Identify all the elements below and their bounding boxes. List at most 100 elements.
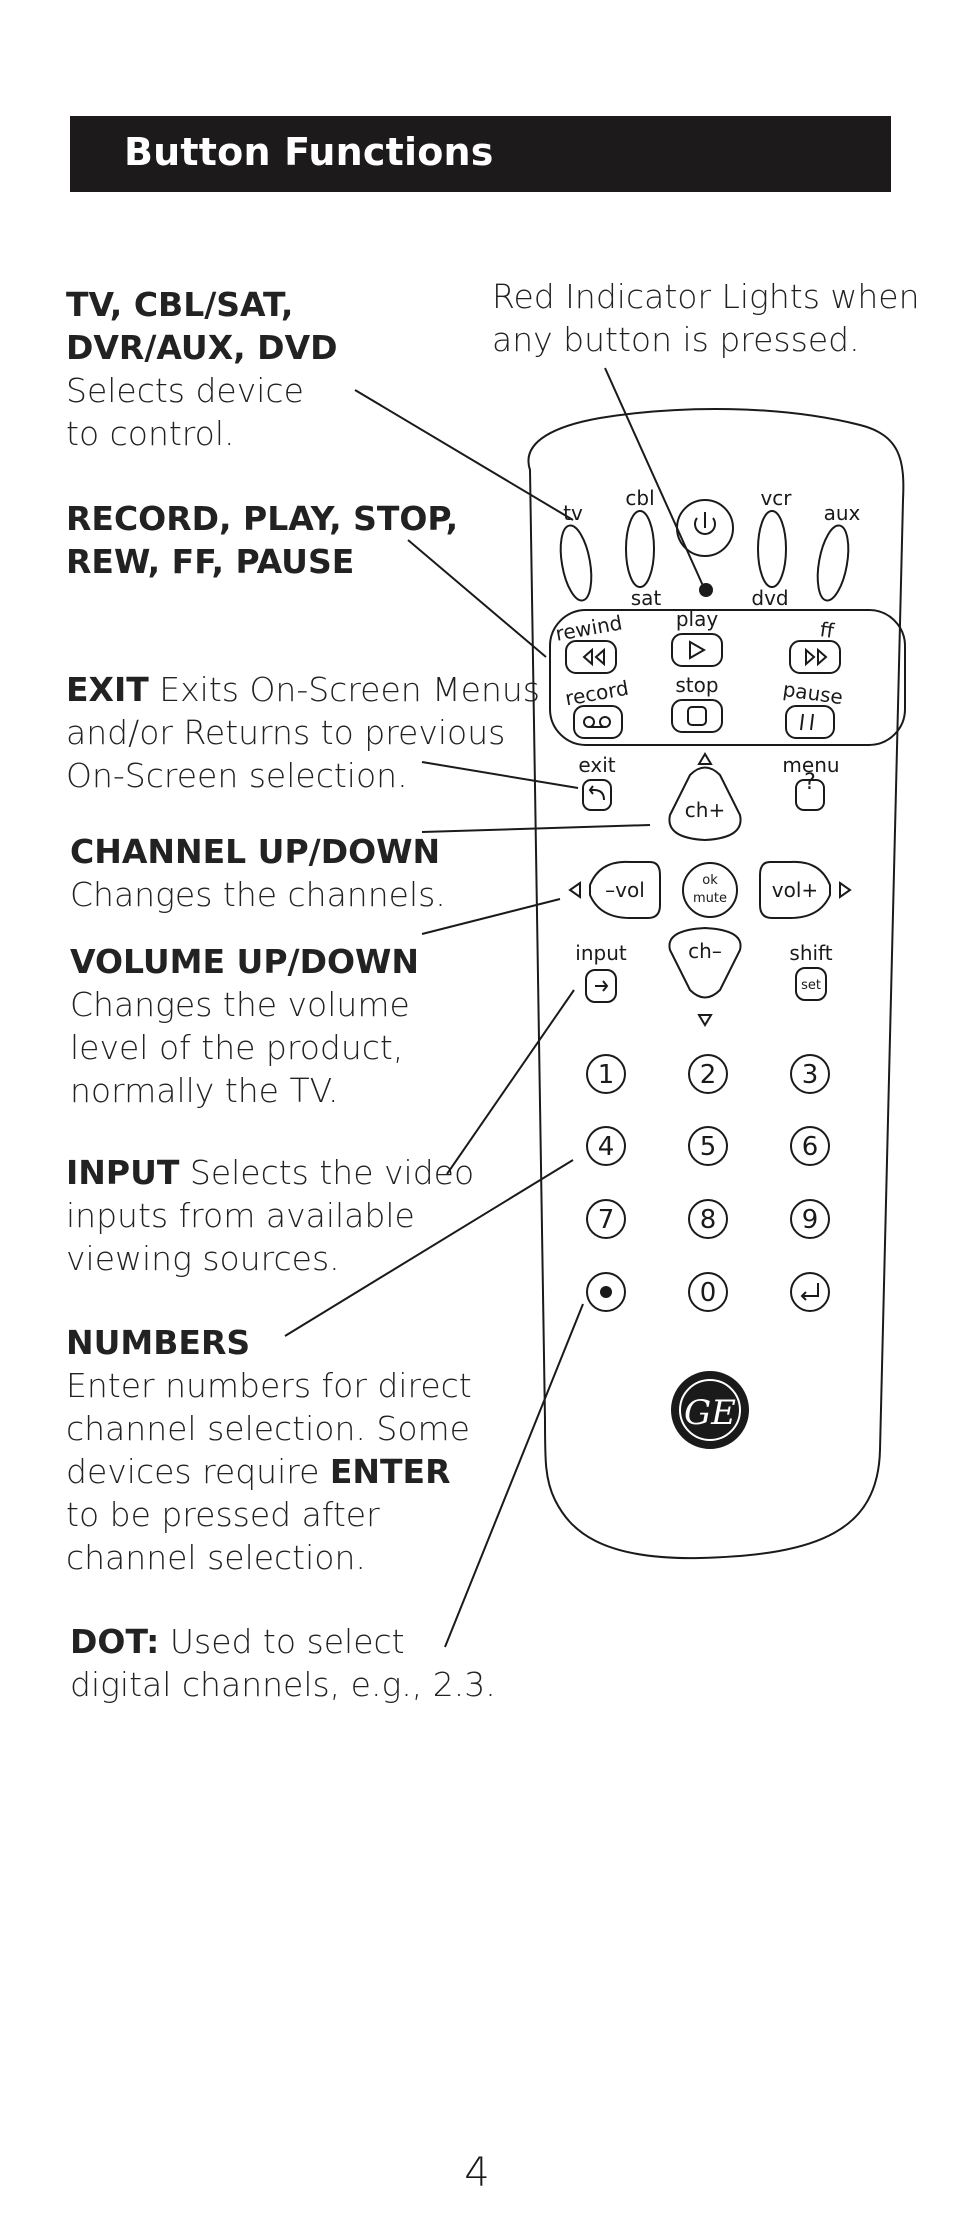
callout-input-text1: Selects the video bbox=[179, 1153, 475, 1192]
digit-9-button[interactable] bbox=[790, 1199, 830, 1239]
callout-numbers-text4: to be pressed after bbox=[66, 1495, 380, 1534]
callout-volume-text2: level of the product, bbox=[70, 1028, 404, 1067]
cbl-sat-button[interactable] bbox=[625, 510, 655, 588]
callout-transport-label1: RECORD, PLAY, STOP, bbox=[66, 499, 459, 538]
leader-dot bbox=[444, 1303, 584, 1648]
indicator-light-icon bbox=[699, 583, 713, 597]
callout-numbers-text5: channel selection. bbox=[66, 1538, 366, 1577]
callout-device-label: TV, CBL/SAT, bbox=[66, 285, 294, 324]
tv-label: tv bbox=[563, 501, 583, 525]
digit-2-label: 2 bbox=[700, 1060, 717, 1090]
callout-indicator: Red Indicator Lights when any button is … bbox=[492, 275, 920, 361]
enter-button[interactable] bbox=[790, 1272, 830, 1312]
pause-button[interactable] bbox=[785, 705, 835, 739]
transport-panel bbox=[549, 609, 906, 746]
callout-exit-label: EXIT bbox=[66, 670, 149, 709]
ch-down-button[interactable] bbox=[668, 926, 742, 999]
callout-input: INPUT Selects the video inputs from avai… bbox=[66, 1151, 474, 1280]
dvd-label: dvd bbox=[751, 586, 788, 610]
digit-6-button[interactable] bbox=[790, 1126, 830, 1166]
exit-label: exit bbox=[578, 753, 615, 777]
callout-input-text2: inputs from available bbox=[66, 1196, 415, 1235]
rewind-button[interactable] bbox=[565, 640, 617, 674]
digit-8-button[interactable] bbox=[688, 1199, 728, 1239]
cbl-label: cbl bbox=[625, 486, 654, 510]
digit-3-button[interactable] bbox=[790, 1054, 830, 1094]
digit-0-button[interactable] bbox=[688, 1272, 728, 1312]
digit-7-label: 7 bbox=[598, 1205, 615, 1235]
ge-logo-ring bbox=[679, 1379, 741, 1441]
callout-dot-label: DOT: bbox=[70, 1622, 160, 1661]
menu-button[interactable] bbox=[795, 779, 825, 811]
aux-button[interactable] bbox=[813, 523, 854, 603]
callout-numbers-text1: Enter numbers for direct bbox=[66, 1366, 472, 1405]
callout-volume-label: VOLUME UP/DOWN bbox=[70, 942, 420, 981]
callout-volume: VOLUME UP/DOWN Changes the volume level … bbox=[70, 940, 419, 1112]
callout-exit-text2: and/or Returns to previous bbox=[66, 713, 506, 752]
leader-device bbox=[354, 389, 574, 521]
digit-7-button[interactable] bbox=[586, 1199, 626, 1239]
digit-8-label: 8 bbox=[700, 1205, 717, 1235]
power-icon bbox=[694, 512, 716, 535]
digit-2-button[interactable] bbox=[688, 1054, 728, 1094]
stop-label: stop bbox=[675, 673, 718, 697]
leader-channel bbox=[421, 824, 651, 833]
callout-device: TV, CBL/SAT, DVR/AUX, DVD Selects device… bbox=[66, 283, 338, 455]
stop-button[interactable] bbox=[671, 699, 723, 733]
record-button[interactable] bbox=[573, 705, 623, 739]
digit-1-button[interactable] bbox=[586, 1054, 626, 1094]
menu-label: menu bbox=[782, 753, 839, 777]
vol-down-arrow-icon bbox=[568, 881, 581, 899]
power-button[interactable] bbox=[676, 499, 734, 557]
tv-button[interactable] bbox=[556, 523, 597, 603]
vol-down-button[interactable] bbox=[589, 860, 661, 919]
mute-label: mute bbox=[693, 891, 727, 906]
callout-volume-text3: normally the TV. bbox=[70, 1071, 339, 1110]
menu-question-icon: ? bbox=[804, 770, 816, 795]
callout-device-label2: DVR/AUX, DVD bbox=[66, 328, 338, 367]
play-button[interactable] bbox=[671, 633, 723, 667]
shift-set-button[interactable] bbox=[795, 967, 827, 1001]
play-icon bbox=[689, 640, 707, 660]
ge-logo-text: GE bbox=[684, 1393, 736, 1433]
dot-icon bbox=[600, 1286, 612, 1298]
callout-exit-text3: On-Screen selection. bbox=[66, 756, 408, 795]
ff-label: ff bbox=[818, 617, 836, 643]
ch-up-arrow-icon bbox=[697, 752, 713, 765]
ok-mute-button[interactable] bbox=[682, 862, 738, 918]
dot-button[interactable] bbox=[586, 1272, 626, 1312]
callout-exit-text1: Exits On-Screen Menus bbox=[148, 670, 540, 709]
callout-channel-label: CHANNEL UP/DOWN bbox=[70, 832, 441, 871]
input-label: input bbox=[575, 941, 627, 965]
callout-numbers-label: NUMBERS bbox=[66, 1323, 251, 1362]
vcr-dvd-button[interactable] bbox=[757, 510, 787, 588]
ch-up-label: ch+ bbox=[685, 798, 725, 822]
digit-9-label: 9 bbox=[802, 1205, 819, 1235]
leader-volume bbox=[421, 898, 561, 935]
digit-0-label: 0 bbox=[700, 1278, 717, 1308]
ff-button[interactable] bbox=[789, 640, 841, 674]
play-label: play bbox=[676, 607, 719, 631]
digit-4-button[interactable] bbox=[586, 1126, 626, 1166]
section-header: Button Functions bbox=[70, 116, 891, 192]
ch-down-arrow-icon bbox=[697, 1014, 713, 1027]
ch-up-button[interactable] bbox=[668, 766, 742, 842]
input-button[interactable] bbox=[585, 969, 617, 1003]
ok-label: ok bbox=[702, 873, 718, 888]
vol-up-button[interactable] bbox=[759, 860, 831, 919]
callout-dot-text1: Used to select bbox=[159, 1622, 405, 1661]
callout-device-text2: to control. bbox=[66, 414, 235, 453]
stop-icon bbox=[687, 706, 707, 726]
exit-button[interactable] bbox=[582, 779, 612, 811]
digit-1-label: 1 bbox=[598, 1060, 615, 1090]
vol-up-arrow-icon bbox=[839, 881, 852, 899]
leader-transport bbox=[407, 539, 547, 658]
leader-numbers bbox=[284, 1159, 574, 1337]
exit-icon bbox=[588, 785, 605, 801]
vcr-label: vcr bbox=[760, 486, 792, 510]
callout-input-text3: viewing sources. bbox=[66, 1239, 340, 1278]
vol-down-label: –vol bbox=[605, 878, 645, 902]
callout-channel: CHANNEL UP/DOWN Changes the channels. bbox=[70, 830, 446, 916]
digit-5-button[interactable] bbox=[688, 1126, 728, 1166]
